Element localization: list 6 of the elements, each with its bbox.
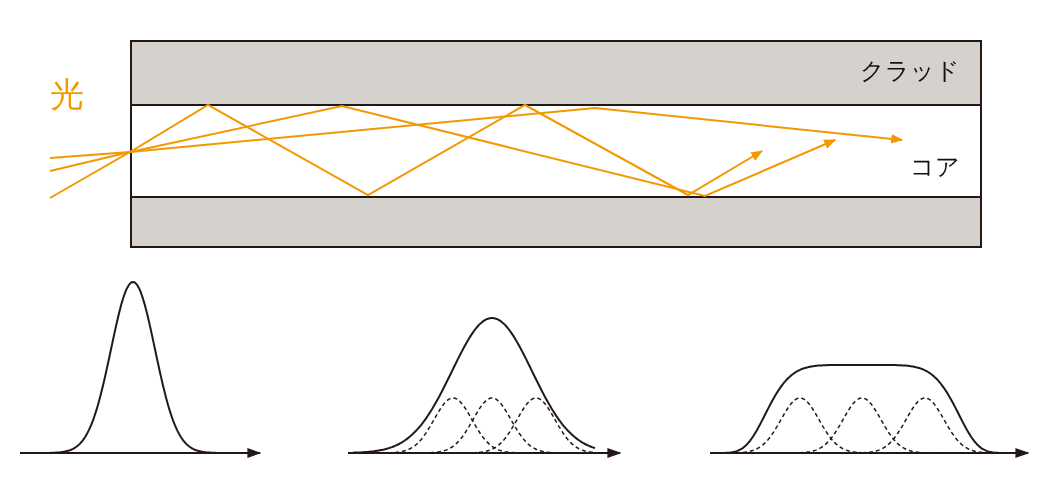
band-label: コア <box>910 153 960 181</box>
cladding-band <box>130 196 982 248</box>
cladding-band <box>130 40 982 106</box>
light-label: 光 <box>50 74 84 114</box>
band-label: クラッド <box>860 57 960 85</box>
core-band <box>130 104 982 198</box>
